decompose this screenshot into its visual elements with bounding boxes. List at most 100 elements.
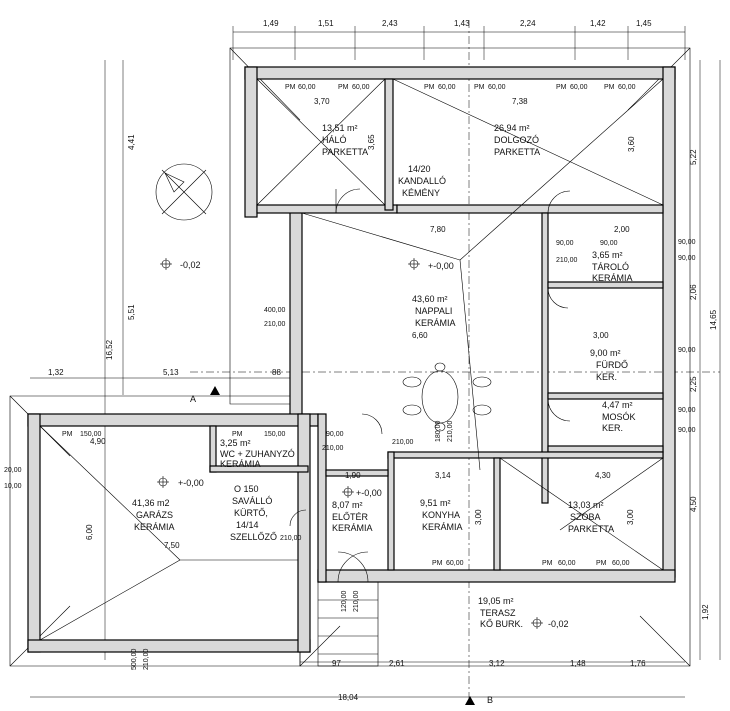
terrace-steps: [317, 581, 379, 667]
right-dimensions: 5,22 2,06 14,65 2,25 4,50 1,92: [689, 149, 718, 620]
window-width: 60,00: [612, 560, 630, 567]
dim-top-2: 1,51: [318, 19, 334, 28]
room-name: KONYHA: [422, 510, 460, 520]
bottom-dimensions: 18,04 97 2,61 3,12 1,48 1,76: [332, 659, 646, 702]
kurto-size: O 150: [234, 484, 259, 494]
room-name: TERASZ: [480, 608, 516, 618]
dim-bottom-5: 1,76: [630, 659, 646, 668]
room-garazs: +-0,00 41,36 m2 GARÁZS KERÁMIA: [132, 478, 204, 532]
pm-label: PM: [596, 560, 607, 567]
opening-height: 210,00: [392, 439, 414, 446]
room-name: ELŐTÉR: [332, 512, 369, 522]
room-floor: KŐ BURK.: [480, 619, 523, 629]
opening-width: 90,00: [556, 240, 574, 247]
window-width: 60,00: [438, 84, 456, 91]
room-area: 43,60 m²: [412, 294, 448, 304]
kandallo-size: 14/20: [408, 164, 431, 174]
dim-bottom-2: 2,61: [389, 659, 405, 668]
dim-inner-dolgozo-h: 3,60: [627, 136, 636, 152]
opening-width: 90,00: [326, 431, 344, 438]
room-area: 3,25 m²: [220, 438, 251, 448]
top-dimensions: 1,49 1,51 2,43 1,43 2,24 1,42 1,45: [263, 19, 652, 28]
room-name: NAPPALI: [415, 306, 452, 316]
dim-bottom-4: 1,48: [570, 659, 586, 668]
room-floor: KERÁMIA: [134, 522, 175, 532]
room-eloter: +-0,00 8,07 m² ELŐTÉR KERÁMIA: [332, 488, 382, 533]
opening-width: 90,00: [600, 240, 618, 247]
dim-leftmid-1: 1,32: [48, 368, 64, 377]
room-szoba: 13,03 m² SZOBA PARKETTA: [568, 500, 614, 534]
dim-right-2: 2,06: [689, 284, 698, 300]
room-nappali: +-0,00 43,60 m² NAPPALI KERÁMIA: [412, 261, 456, 328]
room-floor: KERÁMIA: [220, 459, 261, 469]
dim-inner-garage-h: 6,00: [85, 524, 94, 540]
pm-label: PM: [604, 84, 615, 91]
room-name: FÜRDŐ: [596, 360, 628, 370]
pm-label: PM: [432, 560, 443, 567]
opening-width: 90,00: [678, 407, 696, 414]
window-width: 150,00: [80, 431, 102, 438]
inner-dimensions: 3,70 7,38 3,65 3,60 7,80 2,00 6,60 3,00 …: [85, 97, 636, 550]
room-floor: PARKETTA: [322, 147, 368, 157]
room-area: 9,51 m²: [420, 498, 451, 508]
roof-hip-lines: [39, 78, 664, 641]
dim-inner-halo-h: 3,65: [367, 134, 376, 150]
room-wc: 3,25 m² WC + ZUHANYZÓ KERÁMIA: [220, 438, 295, 469]
garage-door-width: 500,00: [131, 648, 138, 670]
dim-bottom-total: 18,04: [338, 693, 359, 702]
dim-right-6: 1,92: [701, 604, 710, 620]
dim-inner-tarolo-w: 2,00: [614, 225, 630, 234]
opening-height: 210,00: [447, 420, 454, 442]
dim-right-5: 4,50: [689, 496, 698, 512]
dim-top-3: 2,43: [382, 19, 398, 28]
dim-top-6: 1,42: [590, 19, 606, 28]
pm-label: PM: [556, 84, 567, 91]
opening-width: 90,00: [678, 427, 696, 434]
dim-left-2: 5,51: [127, 304, 136, 320]
pm-label: PM: [474, 84, 485, 91]
kandallo-name: KANDALLÓ: [398, 176, 446, 186]
dim-inner-szoba-h: 3,00: [626, 509, 635, 525]
room-floor: KERÁMIA: [422, 522, 463, 532]
opening-width: 120,00: [341, 590, 348, 612]
window-labels: PM 60,00 PM 60,00 PM 60,00 PM 60,00 PM 6…: [4, 84, 696, 670]
window-width: 150,00: [264, 431, 286, 438]
dim-bottom-1: 97: [332, 659, 341, 668]
opening-width: 90,00: [678, 239, 696, 246]
dim-inner-konyha-w: 3,14: [435, 471, 451, 480]
dim-right-3: 14,65: [709, 309, 718, 330]
section-mark-a: A: [190, 386, 220, 404]
room-mosok: 4,47 m² MOSÓK KER.: [602, 400, 636, 433]
dim-top-5: 2,24: [520, 19, 536, 28]
section-b-label: B: [487, 695, 493, 705]
doors: [289, 188, 571, 583]
room-tarolo: 3,65 m² TÁROLÓ KERÁMIA: [592, 250, 633, 283]
room-level: +-0,00: [356, 488, 382, 498]
dim-right-4: 2,25: [689, 376, 698, 392]
dining-table: [402, 362, 492, 432]
dim-leftmid-2: 5,13: [163, 368, 179, 377]
window-width: 60,00: [570, 84, 588, 91]
room-area: 3,65 m²: [592, 250, 623, 260]
opening-height: 210,00: [353, 590, 360, 612]
room-area: 13,03 m²: [568, 500, 604, 510]
kurto-label: O 150 SAVÁLLÓ KÜRTŐ, 14/14 SZELLŐZŐ: [230, 484, 277, 542]
window-width: 60,00: [446, 560, 464, 567]
dim-inner-nappali-w: 7,80: [430, 225, 446, 234]
room-furdo: 9,00 m² FÜRDŐ KER.: [590, 348, 628, 382]
room-floor: PARKETTA: [568, 524, 614, 534]
room-area: 13,51 m²: [322, 123, 358, 133]
vent-size: 14/14: [236, 520, 259, 530]
room-level: +-0,00: [428, 261, 454, 271]
pm-label: PM: [232, 431, 243, 438]
room-floor: KERÁMIA: [592, 273, 633, 283]
window-width: 60,00: [488, 84, 506, 91]
section-mark-b: B: [465, 695, 493, 705]
interior-walls: [209, 78, 664, 571]
dim-bottom-3: 3,12: [489, 659, 505, 668]
room-area: 9,00 m²: [590, 348, 621, 358]
kurto-name: KÜRTŐ,: [234, 508, 268, 518]
garage-door-height: 210,00: [143, 648, 150, 670]
pm-label: PM: [542, 560, 553, 567]
exterior-walls: [27, 66, 676, 653]
